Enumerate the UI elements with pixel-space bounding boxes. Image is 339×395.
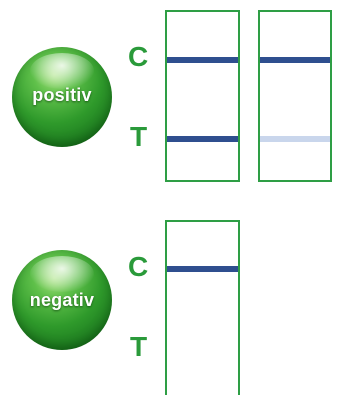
positive-badge-label: positiv: [32, 85, 92, 105]
control-line: [260, 57, 330, 63]
negative-test-strip: [165, 220, 240, 395]
positive-badge: positiv: [12, 47, 112, 147]
negative-badge-label: negativ: [29, 290, 95, 310]
test-line-faint: [260, 136, 330, 142]
control-line: [167, 266, 238, 272]
positive-test-strip-1: [165, 10, 240, 182]
negative-control-letter: C: [128, 251, 149, 282]
positive-test-letter: T: [130, 121, 148, 152]
positive-test-strip-2: [258, 10, 332, 182]
test-line: [167, 136, 238, 142]
positive-control-letter: C: [128, 41, 149, 72]
badge-highlight: [30, 53, 94, 89]
negative-badge: negativ: [12, 250, 112, 350]
negative-test-letter: T: [130, 331, 148, 362]
control-line: [167, 57, 238, 63]
badge-highlight: [30, 256, 94, 292]
